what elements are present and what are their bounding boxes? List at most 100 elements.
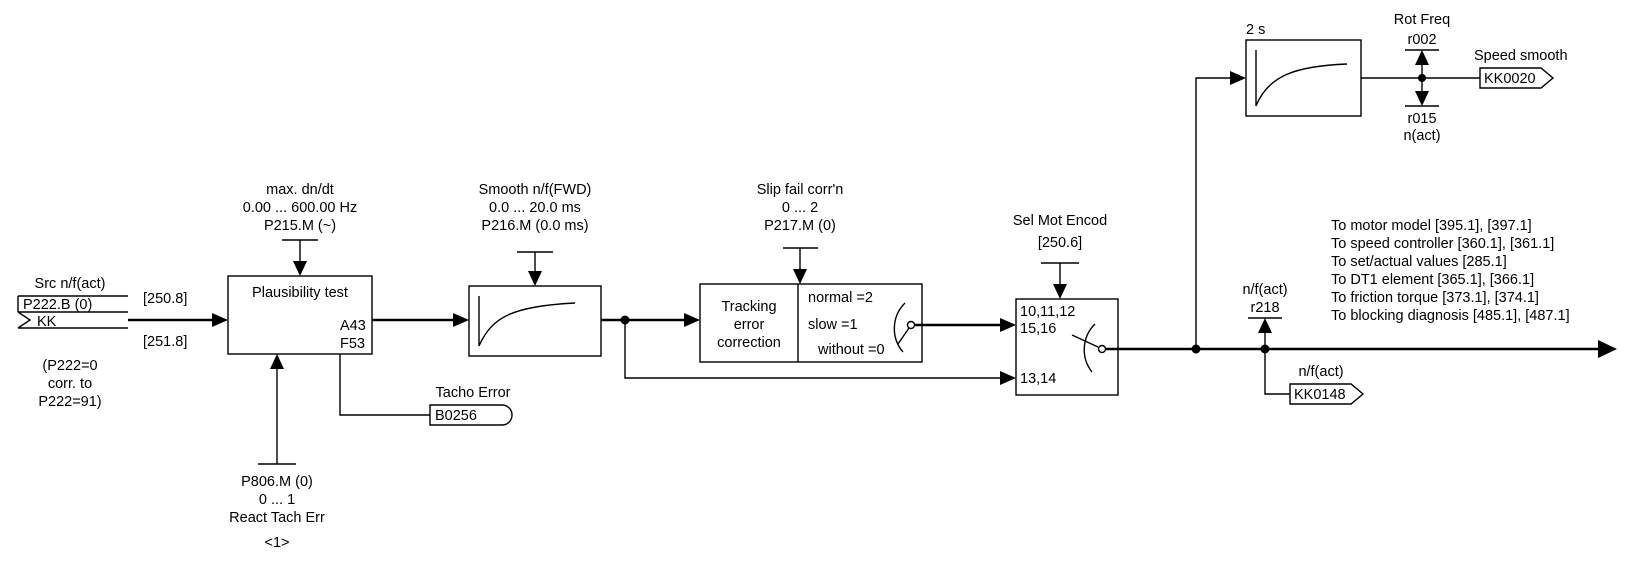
plaus-fault: F53 xyxy=(340,336,365,352)
nact-out-label: n/f(act) xyxy=(1298,364,1343,380)
selmot-in-2: 15,16 xyxy=(1020,321,1056,337)
smooth-box xyxy=(468,285,602,357)
pt1-curve xyxy=(1255,50,1348,107)
destination-1: To motor model [395.1], [397.1] xyxy=(1331,218,1532,234)
nact-connector-shape xyxy=(1289,383,1365,405)
nact-display: n/f(act) r218 n/f(act) KK0148 xyxy=(1242,282,1365,405)
tracking-opt-without: without =0 xyxy=(817,342,885,358)
destination-2: To speed controller [360.1], [361.1] xyxy=(1331,236,1554,252)
speed-smooth-shape xyxy=(1479,67,1555,89)
rotfreq-arrow-down xyxy=(1415,91,1429,106)
rotfreq-arrow-up xyxy=(1415,50,1429,65)
smooth-param: P216.M (0.0 ms) xyxy=(481,218,588,234)
destination-4: To DT1 element [365.1], [366.1] xyxy=(1331,272,1534,288)
tacho-line xyxy=(339,354,430,416)
plaus-param-name: max. dn/dt xyxy=(266,182,334,198)
plaus-alarm: A43 xyxy=(340,318,366,334)
rotfreq-label-bottom: n(act) xyxy=(1403,128,1440,144)
src-note-3: P222=91) xyxy=(38,394,101,410)
arrow-to-tracking xyxy=(684,313,700,327)
pt1-2s-block: 2 s xyxy=(1245,22,1362,117)
tacho-error: B0256 Tacho Error xyxy=(339,354,513,426)
selmot-in-3: 13,14 xyxy=(1020,371,1056,387)
tracking-line-1: Tracking xyxy=(721,299,776,315)
arrow-to-plausibility xyxy=(212,313,228,327)
rotfreq-param-top: r002 xyxy=(1407,32,1436,48)
destination-6: To blocking diagnosis [485.1], [487.1] xyxy=(1331,308,1570,324)
plaus-param-arrow xyxy=(293,261,307,276)
rotfreq-param-bottom: r015 xyxy=(1407,111,1436,127)
selmot-selector-pivot xyxy=(1097,344,1107,354)
arrow-output xyxy=(1598,340,1617,358)
branch-to-pt1 xyxy=(1195,77,1232,349)
selmot-name: Sel Mot Encod xyxy=(1013,213,1107,229)
tracking-selector-pivot xyxy=(906,320,916,330)
plaus-param: P215.M (~) xyxy=(264,218,336,234)
src-note-1: (P222=0 xyxy=(42,358,97,374)
source-connector: Src n/f(act) P222.B (0) KK [250.8] [251.… xyxy=(17,276,187,410)
tracking-range: 0 ... 2 xyxy=(782,200,818,216)
smooth-name: Smooth n/f(FWD) xyxy=(479,182,592,198)
tacho-connector: B0256 xyxy=(435,408,477,424)
src-kk: KK xyxy=(37,314,57,330)
tracking-selector-arc xyxy=(893,302,906,353)
plaus-range: 0.00 ... 600.00 Hz xyxy=(243,200,357,216)
nact-line xyxy=(1264,333,1290,395)
nact-label: n/f(act) xyxy=(1242,282,1287,298)
bypass-line xyxy=(624,320,1002,379)
tacho-connector-shape xyxy=(429,404,513,426)
pt1-box xyxy=(1245,39,1362,117)
tracking-opt-normal: normal =2 xyxy=(808,290,873,306)
selmot-in-1: 10,11,12 xyxy=(1020,304,1075,320)
tracking-error-block: Slip fail corr'n 0 ... 2 P217.M (0) Trac… xyxy=(699,182,923,363)
src-title: Src n/f(act) xyxy=(35,276,106,292)
selmot-ref: [250.6] xyxy=(1038,235,1082,251)
tracking-name: Slip fail corr'n xyxy=(757,182,844,198)
tracking-line-2: error xyxy=(734,317,765,333)
selmot-selector-arc xyxy=(1083,323,1096,373)
tracking-line-3: correction xyxy=(717,335,781,351)
tracking-opt-slow: slow =1 xyxy=(808,317,858,333)
src-conn-2: [251.8] xyxy=(143,334,187,350)
speed-smooth-connector: Speed smooth KK0020 xyxy=(1474,48,1568,89)
smoothing-block: Smooth n/f(FWD) 0.0 ... 20.0 ms P216.M (… xyxy=(468,182,602,357)
react-range: 0 ... 1 xyxy=(259,492,295,508)
react-param: P806.M (0) xyxy=(241,474,313,490)
selmot-arrow xyxy=(1053,284,1067,299)
tracking-box xyxy=(699,283,923,363)
rot-freq-params: Rot Freq r002 r015 n(act) xyxy=(1394,12,1450,144)
arrow-to-smooth xyxy=(453,313,469,327)
arrow-to-15-16 xyxy=(1000,318,1016,332)
react-footnote: <1> xyxy=(265,535,290,551)
tracking-param-arrow xyxy=(793,269,807,284)
src-connector-frame xyxy=(17,295,128,329)
smooth-pt1-curve xyxy=(478,296,576,347)
arrow-to-pt1 xyxy=(1230,71,1246,85)
speed-smooth-label: Speed smooth xyxy=(1474,48,1568,64)
nact-connector: KK0148 xyxy=(1294,387,1346,403)
plausibility-box xyxy=(227,275,373,355)
sel-mot-encod-block: Sel Mot Encod [250.6] 10,11,12 15,16 13,… xyxy=(1013,213,1119,396)
tacho-label: Tacho Error xyxy=(436,385,511,401)
src-conn-1: [250.8] xyxy=(143,291,187,307)
src-param: P222.B (0) xyxy=(23,297,92,313)
tracking-param: P217.M (0) xyxy=(764,218,836,234)
speed-smooth-connector-text: KK0020 xyxy=(1484,71,1536,87)
pt1-time: 2 s xyxy=(1246,22,1265,38)
rotfreq-title: Rot Freq xyxy=(1394,12,1450,28)
destination-3: To set/actual values [285.1] xyxy=(1331,254,1507,270)
nact-param: r218 xyxy=(1250,300,1279,316)
smooth-param-arrow xyxy=(528,271,542,286)
react-name: React Tach Err xyxy=(229,510,325,526)
arrow-to-13-14 xyxy=(1000,371,1016,385)
nact-arrow xyxy=(1258,318,1272,333)
react-tach-err: P806.M (0) 0 ... 1 React Tach Err <1> xyxy=(229,354,325,551)
selmot-selector-arm xyxy=(1071,334,1099,348)
plaus-title: Plausibility test xyxy=(252,285,348,301)
tracking-selector-arm xyxy=(897,327,910,345)
react-arrow xyxy=(270,354,284,369)
destination-5: To friction torque [373.1], [374.1] xyxy=(1331,290,1539,306)
smooth-range: 0.0 ... 20.0 ms xyxy=(489,200,581,216)
plausibility-test-block: max. dn/dt 0.00 ... 600.00 Hz P215.M (~)… xyxy=(227,182,373,355)
src-note-2: corr. to xyxy=(48,376,92,392)
